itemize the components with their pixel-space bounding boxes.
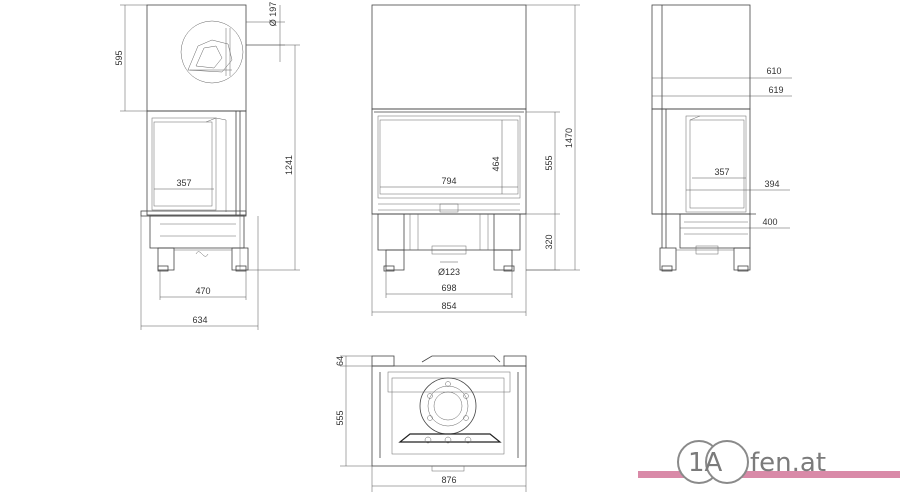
- logo-suffix: fen.at: [750, 448, 826, 478]
- dim-left-1241: 1241: [284, 155, 294, 175]
- brand-logo: 1A fen.at: [638, 440, 900, 484]
- logo-accent-bar: [638, 471, 900, 478]
- dim-front-794: 794: [441, 176, 456, 186]
- logo-prefix: 1A: [688, 448, 723, 478]
- right-side-view: 610 619 357 394 400: [651, 4, 792, 272]
- dim-front-320: 320: [544, 234, 554, 249]
- dim-left-634: 634: [192, 315, 207, 325]
- dim-right-394: 394: [764, 179, 779, 189]
- dim-front-1470: 1470: [564, 128, 574, 148]
- dim-right-357: 357: [714, 167, 729, 177]
- dim-front-854: 854: [441, 301, 456, 311]
- dim-front-555: 555: [544, 155, 554, 170]
- dim-right-619: 619: [768, 85, 783, 95]
- front-view: 794 464 555 320 1470 Ø123 698 854: [371, 4, 580, 316]
- left-side-view: 595 Ø 197 1241 357 470 634: [114, 2, 300, 330]
- dim-front-air-inlet: Ø123: [438, 267, 460, 277]
- dim-top-876: 876: [441, 475, 456, 485]
- dim-right-610: 610: [766, 66, 781, 76]
- dim-left-470: 470: [195, 286, 210, 296]
- dim-left-flue-diameter: Ø 197: [268, 2, 278, 27]
- dim-top-64: 64: [335, 356, 345, 366]
- dim-top-555: 555: [335, 410, 345, 425]
- logo-circle-2: [705, 440, 749, 484]
- dim-left-357: 357: [176, 178, 191, 188]
- top-view: 64 555 876: [335, 355, 527, 492]
- dim-right-400: 400: [762, 217, 777, 227]
- dim-left-595: 595: [114, 50, 124, 65]
- dim-front-698: 698: [441, 283, 456, 293]
- dim-front-464: 464: [491, 156, 501, 171]
